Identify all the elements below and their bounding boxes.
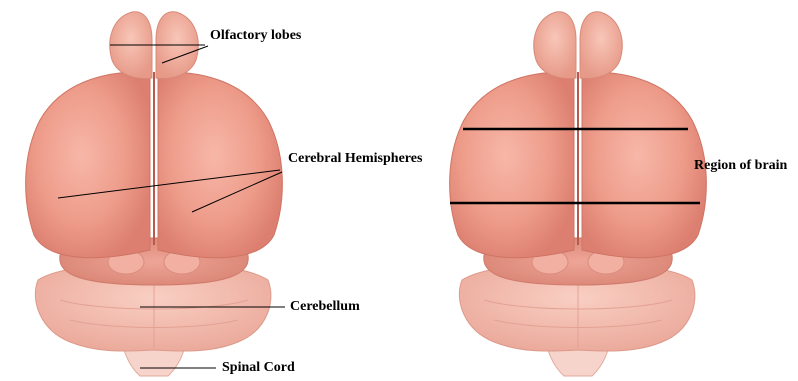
labeled-brain-image xyxy=(26,12,283,376)
cerebral-hemispheres-label: Cerebral Hemispheres xyxy=(288,151,422,167)
region-brain-image xyxy=(450,12,707,376)
region-of-brain-label: Region of brain xyxy=(694,158,787,174)
olfactory-lobes-label: Olfactory lobes xyxy=(210,28,301,44)
spinal-cord-label: Spinal Cord xyxy=(222,360,295,376)
cerebellum-label: Cerebellum xyxy=(290,299,360,315)
